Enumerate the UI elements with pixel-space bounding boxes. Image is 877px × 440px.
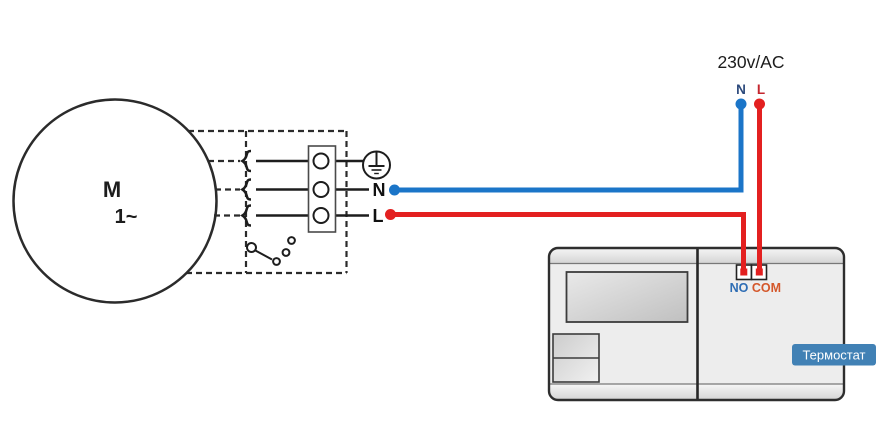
- plug-connector-icon: [240, 149, 252, 227]
- supply-voltage-label: 230v/AC: [717, 52, 784, 72]
- motor-neutral-label: N: [373, 180, 386, 200]
- speed-selector-switch-icon: [246, 236, 296, 266]
- supply-line-label: L: [757, 82, 765, 97]
- neutral-wire-end-dot: [389, 184, 400, 196]
- motor-symbol-label: M: [103, 177, 121, 202]
- motor-phase-label: 1~: [115, 206, 138, 228]
- wire-line-motor-to-no: [391, 212, 746, 272]
- supply-neutral-dot: [735, 98, 747, 110]
- protective-earth-icon: [362, 150, 391, 180]
- wire-neutral: [395, 104, 744, 193]
- thermostat-com-label: COM: [752, 281, 781, 295]
- thermostat-badge: Термостат: [792, 344, 876, 366]
- thermostat-display: [565, 271, 689, 323]
- thermostat-buttons[interactable]: [552, 333, 600, 383]
- supply-neutral-label: N: [736, 82, 746, 97]
- single-phase-motor-icon: [12, 98, 218, 304]
- com-terminal-wire-tip: [755, 268, 763, 276]
- motor-line-label: L: [373, 206, 384, 226]
- supply-line-dot: [754, 98, 765, 110]
- thermostat-no-label: NO: [730, 281, 749, 295]
- thermostat-outline: [547, 246, 846, 402]
- thermostat-body: [547, 246, 846, 402]
- terminal-block: [307, 145, 337, 233]
- thermostat-badge-label: Термостат: [802, 348, 865, 363]
- line-wire-end-dot: [385, 209, 396, 220]
- no-terminal-wire-tip: [740, 268, 748, 276]
